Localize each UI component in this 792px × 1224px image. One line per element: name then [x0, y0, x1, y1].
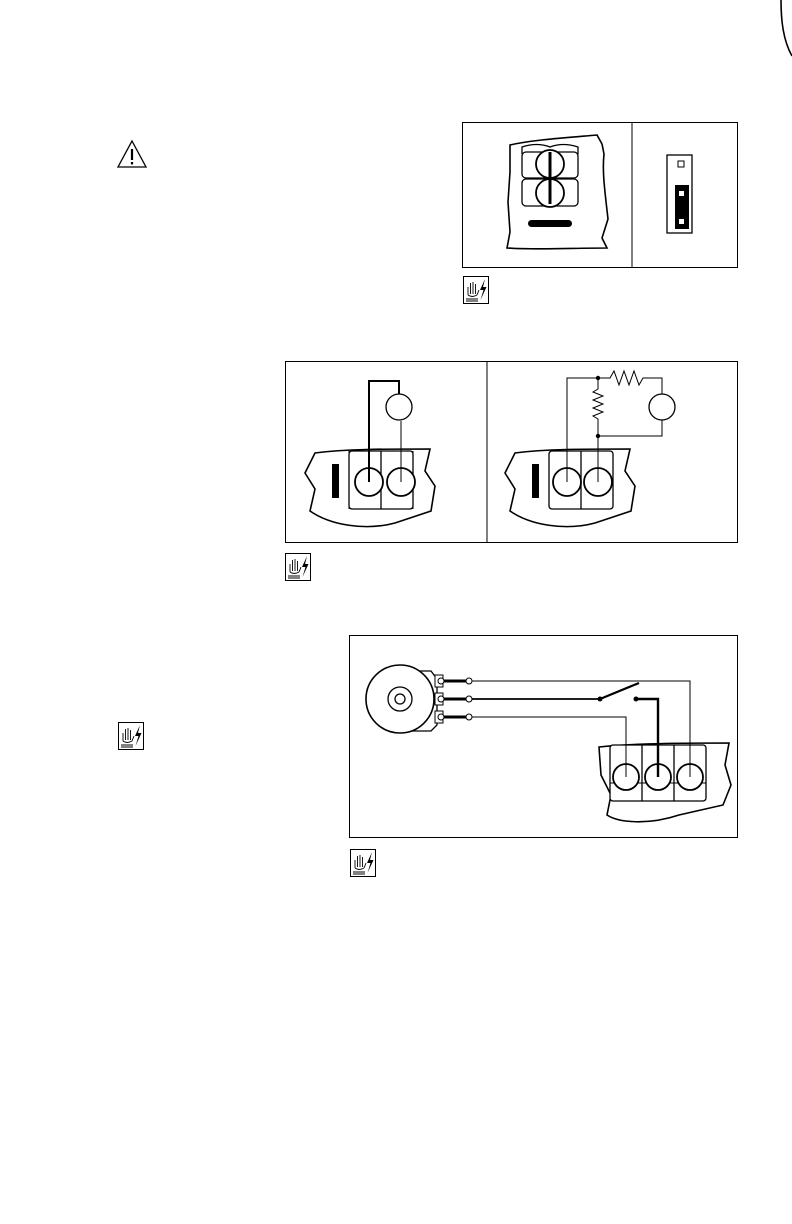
thermostat-wiring-figure: [349, 635, 738, 838]
jumper-header: [667, 155, 692, 233]
esd-hand-lightning-icon: [463, 276, 489, 304]
crop-mark: [779, 0, 792, 57]
esd-hand-lightning-icon: [350, 849, 376, 877]
two-wire-wiring-figure: [285, 361, 738, 543]
esd-hand-lightning-icon: [118, 722, 144, 750]
esd-hand-lightning-icon: [285, 553, 311, 581]
round-sensor: [366, 665, 437, 733]
warning-triangle-icon: [116, 138, 148, 170]
lead-connectors: [435, 675, 472, 723]
jumper-detail-figure: [462, 122, 738, 268]
terminal-block: [522, 145, 578, 208]
jumper-bar: [528, 220, 572, 227]
